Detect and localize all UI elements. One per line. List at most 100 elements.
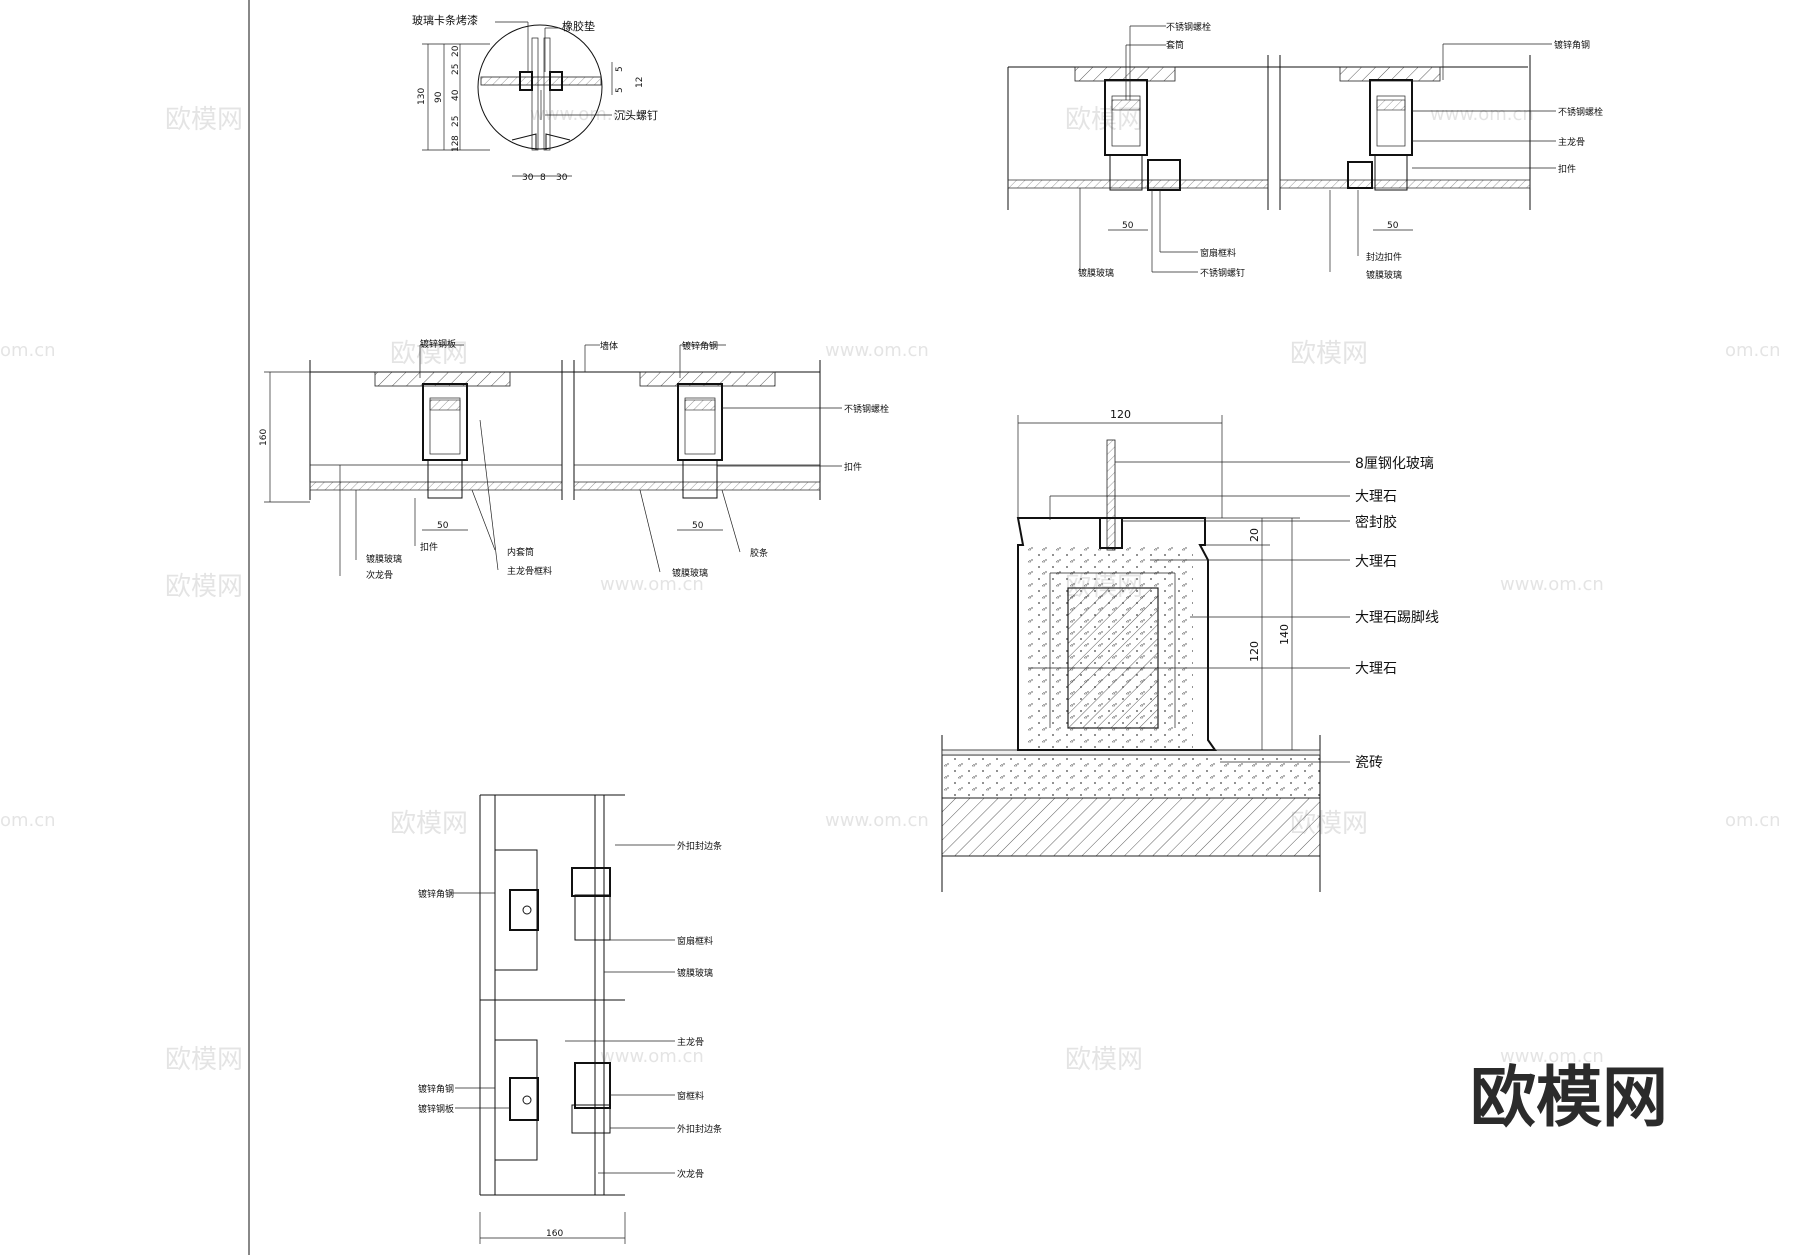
label-gasket: 胶条 bbox=[750, 547, 768, 559]
label-tempered-glass: 8厘钢化玻璃 bbox=[1355, 455, 1434, 472]
sleeve bbox=[684, 399, 716, 411]
detail-marble: 120 20 120 140 8厘钢化玻璃 大理石 密封胶 大理石 大理石踢脚线… bbox=[941, 408, 1439, 892]
label-coated-glass-l: 镀膜玻璃 bbox=[366, 553, 402, 565]
dim-30b: 30 bbox=[556, 173, 568, 183]
dim-30a: 30 bbox=[522, 173, 534, 183]
brand-logo: 欧模网 bbox=[1470, 1059, 1668, 1136]
leader bbox=[721, 489, 741, 553]
watermark-url: om.cn bbox=[0, 810, 56, 831]
label-marble-3: 大理石 bbox=[1355, 661, 1397, 677]
mullion-inner bbox=[429, 397, 461, 455]
detail-vertical: 外扣封边条 镀锌角钢 窗扇框料 镀膜玻璃 主龙骨 镀锌角钢 镀锌钢板 窗框料 外… bbox=[418, 794, 722, 1244]
label-clip: 扣件 bbox=[1558, 163, 1576, 175]
label-marble-1: 大理石 bbox=[1355, 489, 1397, 505]
label-ss-bolt: 不锈钢螺栓 bbox=[1166, 21, 1211, 33]
label-main-keel: 主龙骨 bbox=[1558, 136, 1585, 148]
label-ss-screw: 不锈钢螺钉 bbox=[1200, 267, 1245, 279]
glass-layer bbox=[1279, 179, 1531, 189]
anchor-plate bbox=[1074, 66, 1176, 82]
watermark-cn: 欧模网 bbox=[165, 572, 243, 602]
glass-channel bbox=[1099, 517, 1123, 549]
label-clip-r: 扣件 bbox=[844, 461, 862, 473]
label-clip-l: 扣件 bbox=[420, 541, 438, 553]
watermark-url: www.om.cn bbox=[600, 1046, 704, 1067]
watermark-url: om.cn bbox=[1725, 340, 1781, 361]
skirting-body bbox=[1016, 517, 1217, 751]
dim-20: 20 bbox=[1248, 528, 1261, 542]
watermark-url: www.om.cn bbox=[1430, 104, 1534, 125]
label-rubber-pad: 橡胶垫 bbox=[562, 19, 595, 33]
label-ss-bolt-r: 不锈钢螺栓 bbox=[1558, 106, 1603, 118]
watermark-url: www.om.cn bbox=[825, 810, 929, 831]
label-ss-bolt: 不锈钢螺栓 bbox=[844, 403, 889, 415]
label-outer-edge-2: 外扣封边条 bbox=[677, 1123, 722, 1135]
leader bbox=[639, 489, 661, 573]
dim-50a: 50 bbox=[437, 521, 449, 531]
sleeve bbox=[429, 399, 461, 411]
label-secondary-keel: 次龙骨 bbox=[677, 1168, 704, 1180]
label-sash-frame: 窗扇框料 bbox=[677, 935, 713, 947]
sleeve bbox=[1111, 99, 1141, 111]
core-block bbox=[1067, 587, 1159, 729]
watermark-url: om.cn bbox=[0, 340, 56, 361]
label-inner-sleeve: 内套筒 bbox=[507, 546, 534, 558]
dim-90: 90 bbox=[434, 91, 444, 103]
label-galv-plate: 镀锌钢板 bbox=[420, 338, 456, 350]
bolt bbox=[522, 1095, 532, 1105]
watermark-url: www.om.cn bbox=[1500, 574, 1604, 595]
dim-50-left: 50 bbox=[1122, 221, 1134, 231]
clip-left bbox=[519, 71, 533, 91]
label-coated-glass-r: 镀膜玻璃 bbox=[672, 567, 708, 579]
floor-slab bbox=[941, 797, 1321, 857]
dim-140: 140 bbox=[1278, 624, 1291, 645]
label-wall: 墙体 bbox=[600, 340, 618, 352]
label-sleeve: 套筒 bbox=[1166, 39, 1184, 51]
dim-130: 130 bbox=[417, 88, 427, 105]
dim-160-bottom: 160 bbox=[546, 1229, 563, 1239]
watermark-url: www.om.cn bbox=[1500, 1046, 1604, 1067]
detail-mid-left: 160 镀锌钢板 墙体 镀锌角钢 不锈钢螺栓 扣件 扣件 镀膜玻璃 次龙骨 内套… bbox=[259, 338, 889, 581]
label-galv-angle: 镀锌角钢 bbox=[682, 340, 718, 352]
floor-screed bbox=[941, 754, 1321, 799]
label-glass-clip-paint: 玻璃卡条烤漆 bbox=[412, 13, 478, 27]
mullion bbox=[422, 383, 468, 461]
watermark-cn: 欧模网 bbox=[165, 1045, 243, 1075]
label-tile: 瓷砖 bbox=[1355, 755, 1383, 771]
detail-top-right: 不锈钢螺栓 套筒 镀膜玻璃 窗扇框料 不锈钢螺钉 50 镀锌角钢 不锈钢螺栓 主… bbox=[1007, 21, 1603, 281]
dim-8b: 8 bbox=[540, 173, 546, 183]
glass-layer bbox=[1007, 179, 1269, 189]
dim-50b: 50 bbox=[692, 521, 704, 531]
dim-50-right: 50 bbox=[1387, 221, 1399, 231]
label-marble-2: 大理石 bbox=[1355, 554, 1397, 570]
leader bbox=[471, 489, 496, 551]
label-galv-angle-1: 镀锌角钢 bbox=[418, 888, 454, 900]
watermark-url: om.cn bbox=[1725, 810, 1781, 831]
edge-clip bbox=[1347, 161, 1373, 189]
label-edge-clip: 封边扣件 bbox=[1366, 251, 1402, 263]
dim-40: 40 bbox=[451, 89, 461, 101]
window-frame bbox=[574, 1062, 611, 1109]
base-flange bbox=[511, 133, 571, 150]
mullion-inner bbox=[1376, 95, 1406, 147]
fin-left bbox=[531, 37, 539, 151]
anchor-plate bbox=[374, 371, 511, 387]
mullion-inner bbox=[684, 397, 716, 455]
dim-8: 8 bbox=[451, 135, 461, 141]
watermark-url: www.om.cn bbox=[600, 574, 704, 595]
outer-edge-strip bbox=[571, 1104, 611, 1134]
watermark-cn: 欧模网 bbox=[390, 809, 468, 839]
dim-5a: 5 bbox=[615, 66, 625, 72]
label-coated-glass: 镀膜玻璃 bbox=[677, 967, 713, 979]
label-window-frame: 窗框料 bbox=[677, 1090, 704, 1102]
glass-panel bbox=[480, 76, 602, 86]
watermark-cn: 欧模网 bbox=[165, 105, 243, 135]
label-countersunk-screw: 沉头螺钉 bbox=[614, 109, 658, 122]
detail-circle bbox=[477, 24, 603, 150]
anchor-plate bbox=[639, 371, 776, 387]
pressure-profile bbox=[682, 459, 718, 499]
anchor-plate bbox=[1339, 66, 1441, 82]
glass-layer bbox=[309, 481, 563, 491]
label-galv-angle: 镀锌角钢 bbox=[1554, 39, 1590, 51]
dim-20: 20 bbox=[451, 45, 461, 57]
